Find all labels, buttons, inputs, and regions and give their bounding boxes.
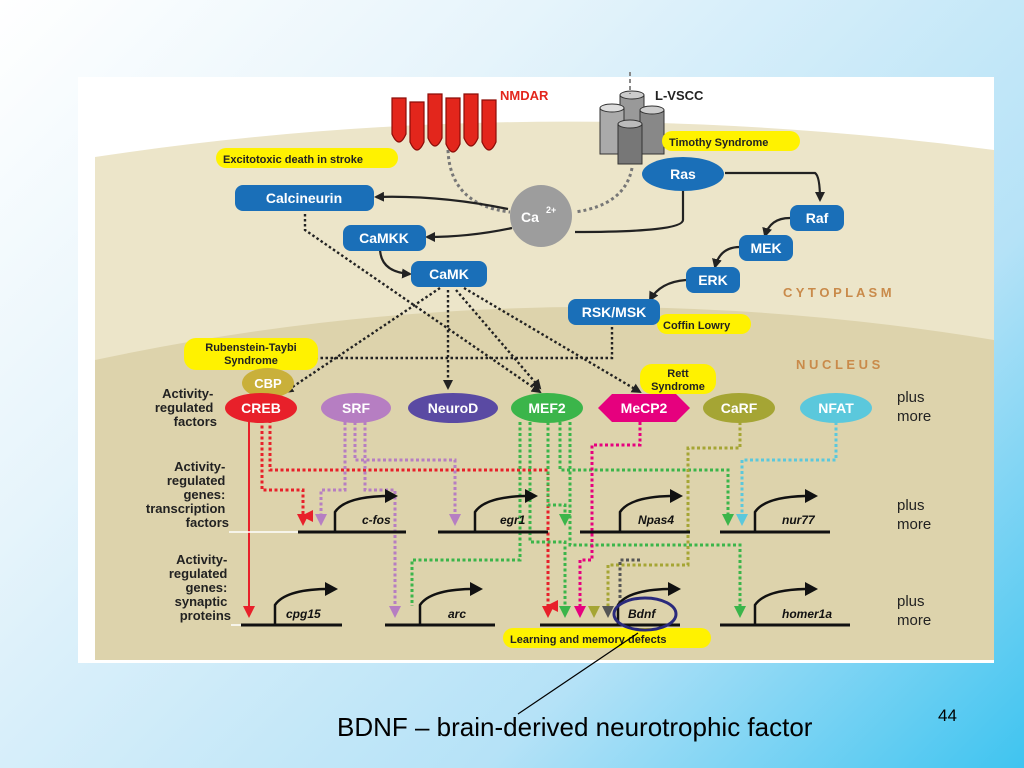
nmdar-label: NMDAR — [500, 88, 549, 103]
caption: BDNF – brain-derived neurotrophic factor — [337, 712, 813, 742]
disease-learning-memory: Learning and memory defects — [503, 628, 711, 648]
node-raf: Raf — [790, 205, 844, 231]
gene-homer1a: homer1a — [782, 607, 832, 621]
gene-npas4: Npas4 — [638, 513, 674, 527]
svg-text:Rubenstein-Taybi: Rubenstein-Taybi — [205, 342, 296, 354]
disease-timothy: Timothy Syndrome — [662, 131, 800, 151]
gene-labels: c-fos egr1 Npas4 nur77 cpg15 arc Bdnf ho… — [286, 513, 832, 621]
node-rsk-msk: RSK/MSK — [568, 299, 660, 325]
svg-text:SRF: SRF — [342, 400, 370, 416]
nucleus-region — [95, 306, 994, 660]
svg-text:MeCP2: MeCP2 — [621, 400, 668, 416]
row-label-tf-genes: Activity- regulated genes: transcription… — [146, 459, 229, 530]
svg-text:Calcineurin: Calcineurin — [266, 190, 342, 206]
svg-text:MEK: MEK — [750, 240, 781, 256]
gene-bdnf: Bdnf — [628, 607, 656, 621]
plus-more-factors: plus more — [897, 389, 931, 425]
gene-nur77: nur77 — [782, 513, 816, 527]
svg-text:NeuroD: NeuroD — [428, 400, 479, 416]
nucleus-label: N U C L E U S — [796, 357, 881, 372]
caption-pointer-line — [517, 632, 639, 715]
node-camkk: CaMKK — [343, 225, 426, 251]
svg-text:RSK/MSK: RSK/MSK — [582, 304, 647, 320]
disease-rett: Rett Syndrome — [640, 364, 716, 394]
factor-mecp2: MeCP2 — [598, 394, 690, 422]
factor-mef2: MEF2 — [511, 393, 583, 423]
svg-text:Excitotoxic death in stroke: Excitotoxic death in stroke — [223, 154, 363, 166]
promoter-arrowheads — [243, 514, 748, 618]
node-ras: Ras — [642, 157, 724, 191]
calcium-superscript: 2+ — [546, 205, 556, 215]
svg-text:Coffin Lowry: Coffin Lowry — [663, 320, 731, 332]
disease-coffin-lowry: Coffin Lowry — [657, 314, 751, 334]
svg-text:NFAT: NFAT — [818, 400, 854, 416]
row-label-syn-genes: Activity- regulated genes: synaptic prot… — [169, 552, 231, 623]
factor-creb: CREB — [225, 393, 297, 423]
svg-text:Timothy Syndrome: Timothy Syndrome — [669, 137, 768, 149]
svg-text:ERK: ERK — [698, 272, 728, 288]
svg-text:Ras: Ras — [670, 166, 696, 182]
nmdar-receptor-icon — [391, 93, 497, 153]
svg-text:Raf: Raf — [806, 210, 829, 226]
svg-text:CaMKK: CaMKK — [359, 230, 409, 246]
plus-more-tf-genes: plus more — [897, 497, 931, 533]
calcium-label: Ca — [521, 209, 539, 225]
factor-nfat: NFAT — [800, 393, 872, 423]
gene-cfos: c-fos — [362, 513, 391, 527]
node-calcineurin: Calcineurin — [235, 185, 374, 211]
slide-number: 44 — [938, 706, 957, 725]
svg-text:CREB: CREB — [241, 400, 281, 416]
regulation-lines — [260, 420, 838, 612]
svg-text:CaRF: CaRF — [721, 400, 758, 416]
disease-excitotoxic: Excitotoxic death in stroke — [216, 148, 398, 168]
plus-more-syn-genes: plus more — [897, 593, 931, 629]
factor-carf: CaRF — [703, 393, 775, 423]
node-erk: ERK — [686, 267, 740, 293]
row-label-factors: Activity- regulated factors — [155, 386, 217, 429]
calcium-node — [510, 185, 572, 247]
gene-arc: arc — [448, 607, 466, 621]
cytoplasm-label: C Y T O P L A S M — [783, 285, 892, 300]
node-camk: CaMK — [411, 261, 487, 287]
factor-srf: SRF — [321, 393, 391, 423]
disease-rubenstein-taybi: Rubenstein-Taybi Syndrome — [184, 338, 318, 370]
factor-neurod: NeuroD — [408, 393, 498, 423]
gene-tracks — [241, 530, 850, 627]
tss-arrowheads — [325, 489, 818, 596]
gene-cpg15: cpg15 — [286, 607, 321, 621]
gene-egr1: egr1 — [500, 513, 526, 527]
kinase-arrows — [374, 171, 825, 302]
calcium-influx-arrows — [446, 149, 634, 214]
svg-text:Syndrome: Syndrome — [224, 355, 278, 367]
lvscc-label: L-VSCC — [655, 88, 704, 103]
bdnf-highlight-circle — [612, 596, 678, 632]
svg-text:Rett: Rett — [667, 368, 689, 380]
svg-text:Syndrome: Syndrome — [651, 381, 705, 393]
factor-cbp: CBP — [242, 368, 294, 398]
svg-text:Learning and memory defects: Learning and memory defects — [510, 634, 667, 646]
svg-text:CBP: CBP — [254, 376, 282, 391]
svg-text:CaMK: CaMK — [429, 266, 469, 282]
svg-text:MEF2: MEF2 — [528, 400, 566, 416]
node-mek: MEK — [739, 235, 793, 261]
lvscc-channel-icon — [599, 90, 665, 165]
